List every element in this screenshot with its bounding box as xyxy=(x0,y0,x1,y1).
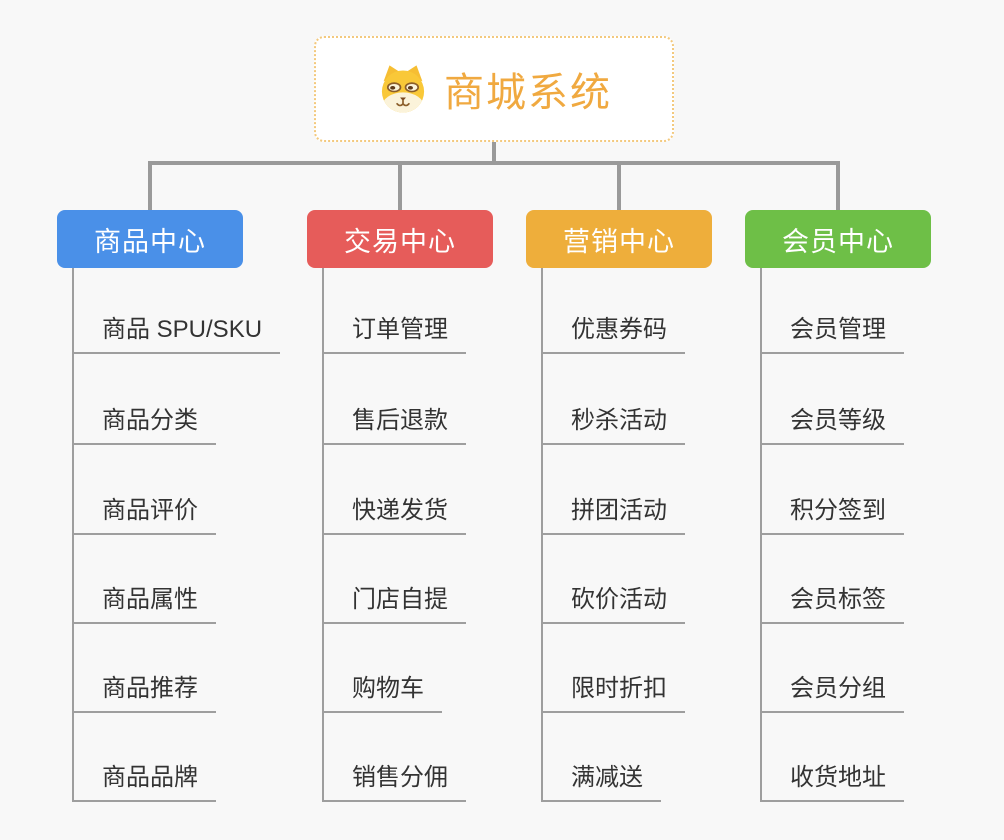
leaf-node[interactable]: 会员分组 xyxy=(760,673,904,713)
connector-branch-drop xyxy=(148,161,152,210)
branch-node-members[interactable]: 会员中心 xyxy=(745,210,931,268)
leaf-node[interactable]: 秒杀活动 xyxy=(541,405,685,445)
leaf-node[interactable]: 门店自提 xyxy=(322,584,466,624)
branch-column-products: 商品中心 商品 SPU/SKU 商品分类 商品评价 商品属性 商品推荐 商品品牌 xyxy=(57,0,317,840)
connector-root-drop xyxy=(492,142,496,165)
leaf-node[interactable]: 快递发货 xyxy=(322,495,466,535)
branch-column-members: 会员中心 会员管理 会员等级 积分签到 会员标签 会员分组 收货地址 xyxy=(745,0,1004,840)
branch-column-marketing: 营销中心 优惠券码 秒杀活动 拼团活动 砍价活动 限时折扣 满减送 xyxy=(526,0,786,840)
root-title: 商城系统 xyxy=(444,71,612,115)
branch-node-products[interactable]: 商品中心 xyxy=(57,210,243,268)
leaf-node[interactable]: 购物车 xyxy=(322,673,442,713)
root-node[interactable]: 商城系统 xyxy=(314,36,674,142)
leaf-node[interactable]: 会员等级 xyxy=(760,405,904,445)
leaf-node[interactable]: 商品分类 xyxy=(72,405,216,445)
leaf-node[interactable]: 积分签到 xyxy=(760,495,904,535)
leaf-node[interactable]: 商品评价 xyxy=(72,495,216,535)
leaf-node[interactable]: 优惠券码 xyxy=(541,314,685,354)
leaf-node[interactable]: 售后退款 xyxy=(322,405,466,445)
dog-icon xyxy=(381,65,425,113)
leaf-node[interactable]: 拼团活动 xyxy=(541,495,685,535)
leaf-node[interactable]: 订单管理 xyxy=(322,314,466,354)
connector-branch-drop xyxy=(836,161,840,210)
branch-trunk-line xyxy=(760,268,762,802)
branch-node-marketing[interactable]: 营销中心 xyxy=(526,210,712,268)
leaf-node[interactable]: 商品属性 xyxy=(72,584,216,624)
leaf-node[interactable]: 商品推荐 xyxy=(72,673,216,713)
connector-branch-drop xyxy=(617,161,621,210)
connector-horizontal xyxy=(148,161,840,165)
leaf-node[interactable]: 销售分佣 xyxy=(322,762,466,802)
branch-node-trade[interactable]: 交易中心 xyxy=(307,210,493,268)
leaf-node[interactable]: 会员管理 xyxy=(760,314,904,354)
leaf-node[interactable]: 商品品牌 xyxy=(72,762,216,802)
branch-trunk-line xyxy=(541,268,543,802)
connector-branch-drop xyxy=(398,161,402,210)
leaf-node[interactable]: 限时折扣 xyxy=(541,673,685,713)
branch-column-trade: 交易中心 订单管理 售后退款 快递发货 门店自提 购物车 销售分佣 xyxy=(307,0,567,840)
leaf-node[interactable]: 满减送 xyxy=(541,762,661,802)
branch-trunk-line xyxy=(322,268,324,802)
leaf-node[interactable]: 会员标签 xyxy=(760,584,904,624)
branch-trunk-line xyxy=(72,268,74,802)
leaf-node[interactable]: 收货地址 xyxy=(760,762,904,802)
leaf-node[interactable]: 砍价活动 xyxy=(541,584,685,624)
leaf-node[interactable]: 商品 SPU/SKU xyxy=(72,314,281,354)
